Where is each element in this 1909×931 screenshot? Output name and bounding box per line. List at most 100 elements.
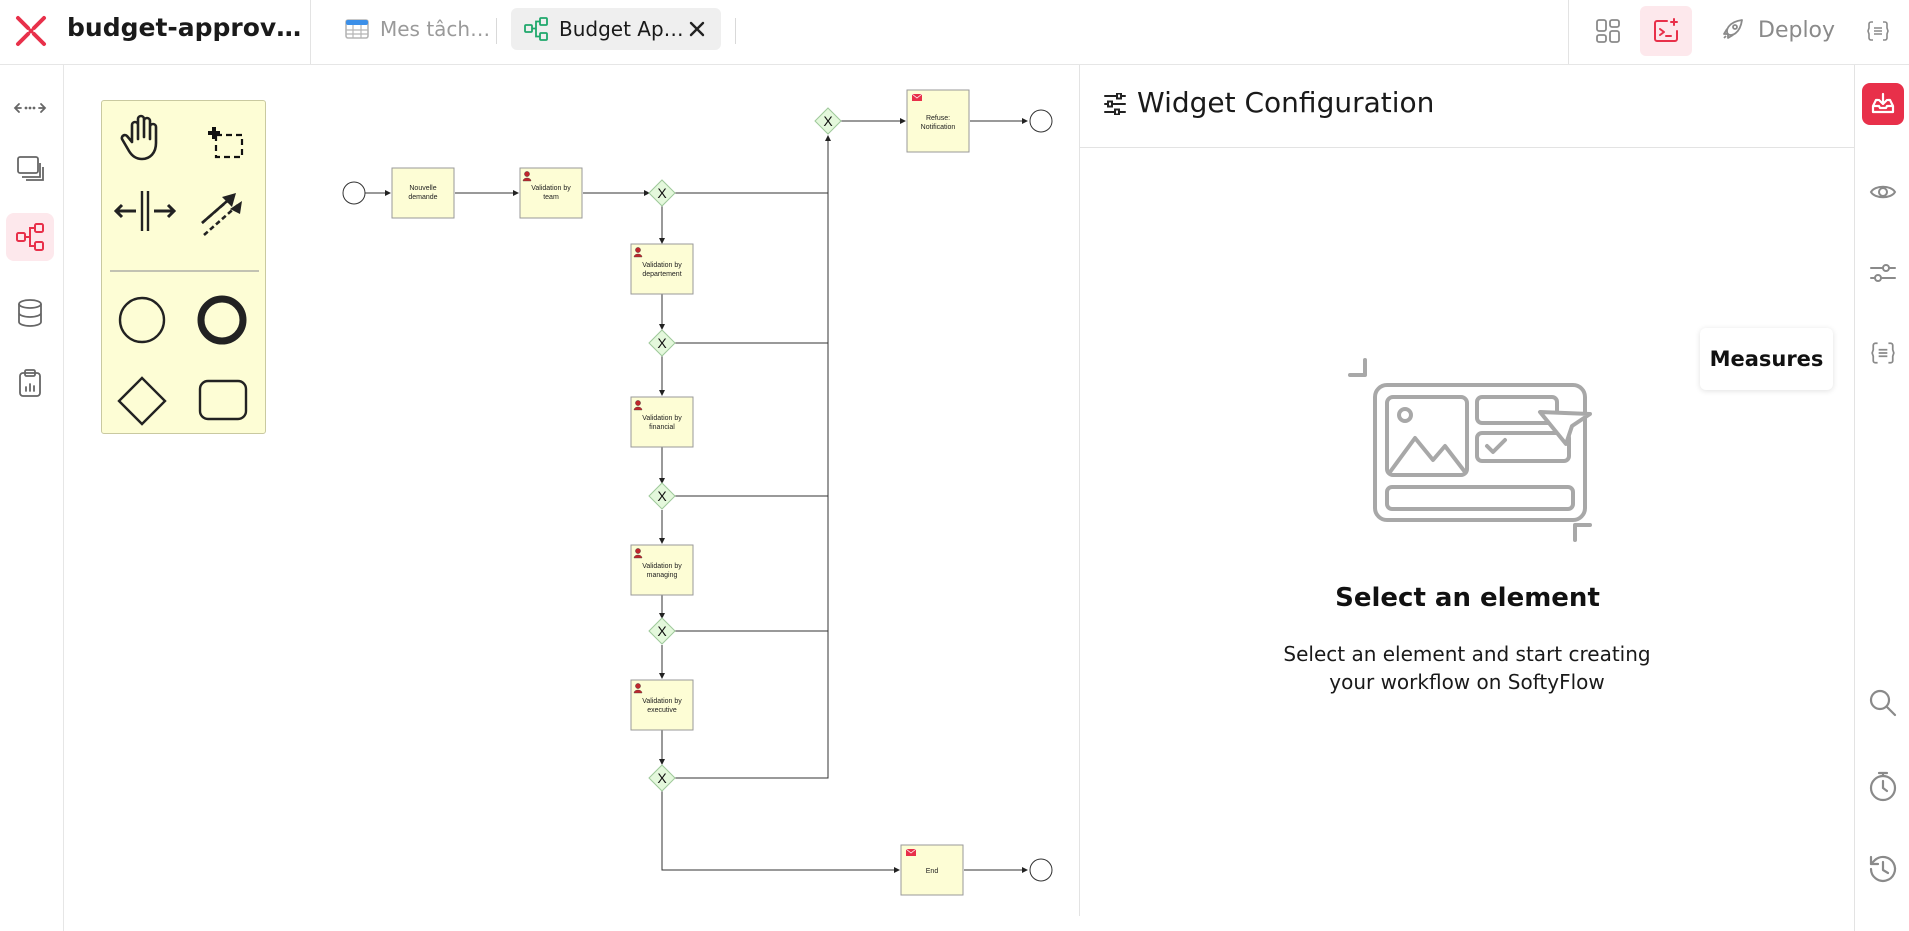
softyflow-logo-icon[interactable] xyxy=(14,14,48,48)
end-event[interactable] xyxy=(1029,858,1053,882)
palette-tools xyxy=(110,114,259,426)
measures-tooltip: Measures xyxy=(1700,328,1833,390)
ai-terminal-icon xyxy=(1654,18,1678,42)
task-validation-departement[interactable]: Validation by departement xyxy=(630,243,694,295)
lasso-tool-icon[interactable] xyxy=(208,127,244,159)
svg-text:X: X xyxy=(657,335,667,351)
sidebar-item-reports[interactable] xyxy=(6,359,54,407)
workflow-icon xyxy=(16,223,44,251)
task-validation-managing[interactable]: Validation by managing xyxy=(630,544,694,596)
code-brackets-icon xyxy=(1871,342,1895,364)
divider xyxy=(310,0,311,64)
end-event-refuse[interactable] xyxy=(1029,109,1053,133)
workflow-icon xyxy=(524,17,548,41)
gateway-departement[interactable]: X xyxy=(648,329,676,357)
rocket-icon xyxy=(1723,19,1743,39)
left-sidebar xyxy=(0,65,64,931)
svg-text:X: X xyxy=(657,488,667,504)
history-button[interactable] xyxy=(1862,848,1904,890)
svg-text:End: End xyxy=(926,868,939,875)
tab-budget-approval[interactable]: Budget Ap… xyxy=(511,8,721,50)
widget-configuration-panel: Widget Configuration Select an element S… xyxy=(1079,65,1855,916)
divider xyxy=(1568,0,1569,64)
tab-mes-taches[interactable]: Mes tâch… xyxy=(332,8,492,50)
gateway-icon[interactable] xyxy=(117,376,167,426)
bpmn-diagram[interactable]: Nouvelle demande Validation by team Vali… xyxy=(0,0,1079,931)
divider xyxy=(496,18,497,44)
settings-button[interactable] xyxy=(1862,252,1904,294)
task-nouvelle-demande[interactable]: Nouvelle demande xyxy=(391,167,455,219)
connect-tool-icon[interactable] xyxy=(201,193,242,236)
hand-tool-icon[interactable] xyxy=(120,114,158,161)
empty-state-illustration xyxy=(1348,358,1592,542)
task-validation-executive[interactable]: Validation by executive xyxy=(630,679,694,731)
search-button[interactable] xyxy=(1862,682,1904,724)
task-end[interactable]: End xyxy=(900,844,964,896)
sliders-icon xyxy=(1870,264,1896,282)
svg-text:team: team xyxy=(543,194,559,201)
svg-text:Notification: Notification xyxy=(921,124,956,131)
sidebar-item-workflow[interactable] xyxy=(6,213,54,261)
svg-text:Validation by: Validation by xyxy=(642,698,682,705)
svg-text:managing: managing xyxy=(647,572,678,579)
layers-icon xyxy=(17,156,44,181)
right-sidebar xyxy=(1854,65,1909,931)
deploy-button[interactable]: Deploy xyxy=(1718,10,1835,50)
svg-text:departement: departement xyxy=(642,271,681,278)
svg-text:Nouvelle: Nouvelle xyxy=(409,185,436,192)
tool-palette xyxy=(101,100,266,434)
sidebar-item-pages[interactable] xyxy=(6,144,54,192)
measures-button[interactable] xyxy=(1862,332,1904,374)
history-icon xyxy=(1869,855,1897,882)
search-icon xyxy=(1869,689,1897,717)
panel-header: Widget Configuration xyxy=(1080,65,1855,148)
task-icon[interactable] xyxy=(198,379,248,421)
end-event-icon[interactable] xyxy=(197,295,247,345)
task-refuse-notification[interactable]: Refuse: Notification xyxy=(906,89,970,153)
save-button[interactable] xyxy=(1862,83,1904,125)
svg-text:Validation by: Validation by xyxy=(531,185,571,192)
divider xyxy=(735,18,736,44)
tab-label: Mes tâch… xyxy=(380,17,491,41)
app-title[interactable]: budget-approv… xyxy=(67,13,302,42)
start-event[interactable] xyxy=(342,181,366,205)
start-event-icon[interactable] xyxy=(118,296,166,344)
svg-text:executive: executive xyxy=(647,707,677,714)
sliders-icon xyxy=(1104,93,1126,115)
svg-text:X: X xyxy=(657,623,667,639)
download-tray-icon xyxy=(1871,92,1895,114)
close-icon[interactable] xyxy=(685,17,709,41)
timer-button[interactable] xyxy=(1862,765,1904,807)
ai-script-button[interactable] xyxy=(1640,6,1692,56)
empty-state-description: Select an element and start creating you… xyxy=(1283,642,1651,694)
gateway-team[interactable]: X xyxy=(648,179,676,207)
svg-text:Refuse:: Refuse: xyxy=(926,115,950,122)
panel-title: Widget Configuration xyxy=(1137,86,1435,119)
svg-text:Validation by: Validation by xyxy=(642,415,682,422)
deploy-label: Deploy xyxy=(1758,17,1836,43)
stopwatch-icon xyxy=(1869,771,1897,802)
layout-button[interactable] xyxy=(1582,6,1634,56)
gateway-executive[interactable]: X xyxy=(648,764,676,792)
eye-icon xyxy=(1869,185,1897,199)
task-validation-financial[interactable]: Validation by financial xyxy=(630,396,694,448)
gateway-managing[interactable]: X xyxy=(648,617,676,645)
sidebar-item-database[interactable] xyxy=(6,289,54,337)
layout-grid-icon xyxy=(1596,19,1620,43)
svg-text:financial: financial xyxy=(649,424,675,431)
gateway-refuse[interactable]: X xyxy=(814,107,842,135)
space-tool-icon[interactable] xyxy=(113,191,177,231)
svg-text:demande: demande xyxy=(408,194,437,201)
svg-text:Validation by: Validation by xyxy=(642,262,682,269)
preview-button[interactable] xyxy=(1862,171,1904,213)
sidebar-item-api[interactable] xyxy=(6,84,54,132)
task-validation-team[interactable]: Validation by team xyxy=(519,167,583,219)
svg-text:X: X xyxy=(823,113,833,129)
gateway-financial[interactable]: X xyxy=(648,482,676,510)
table-icon xyxy=(345,19,369,39)
empty-state-title: Select an element xyxy=(1335,583,1600,613)
script-button[interactable] xyxy=(1856,6,1900,56)
svg-text:X: X xyxy=(657,185,667,201)
tab-label: Budget Ap… xyxy=(559,17,684,41)
code-brackets-icon xyxy=(1867,21,1889,41)
